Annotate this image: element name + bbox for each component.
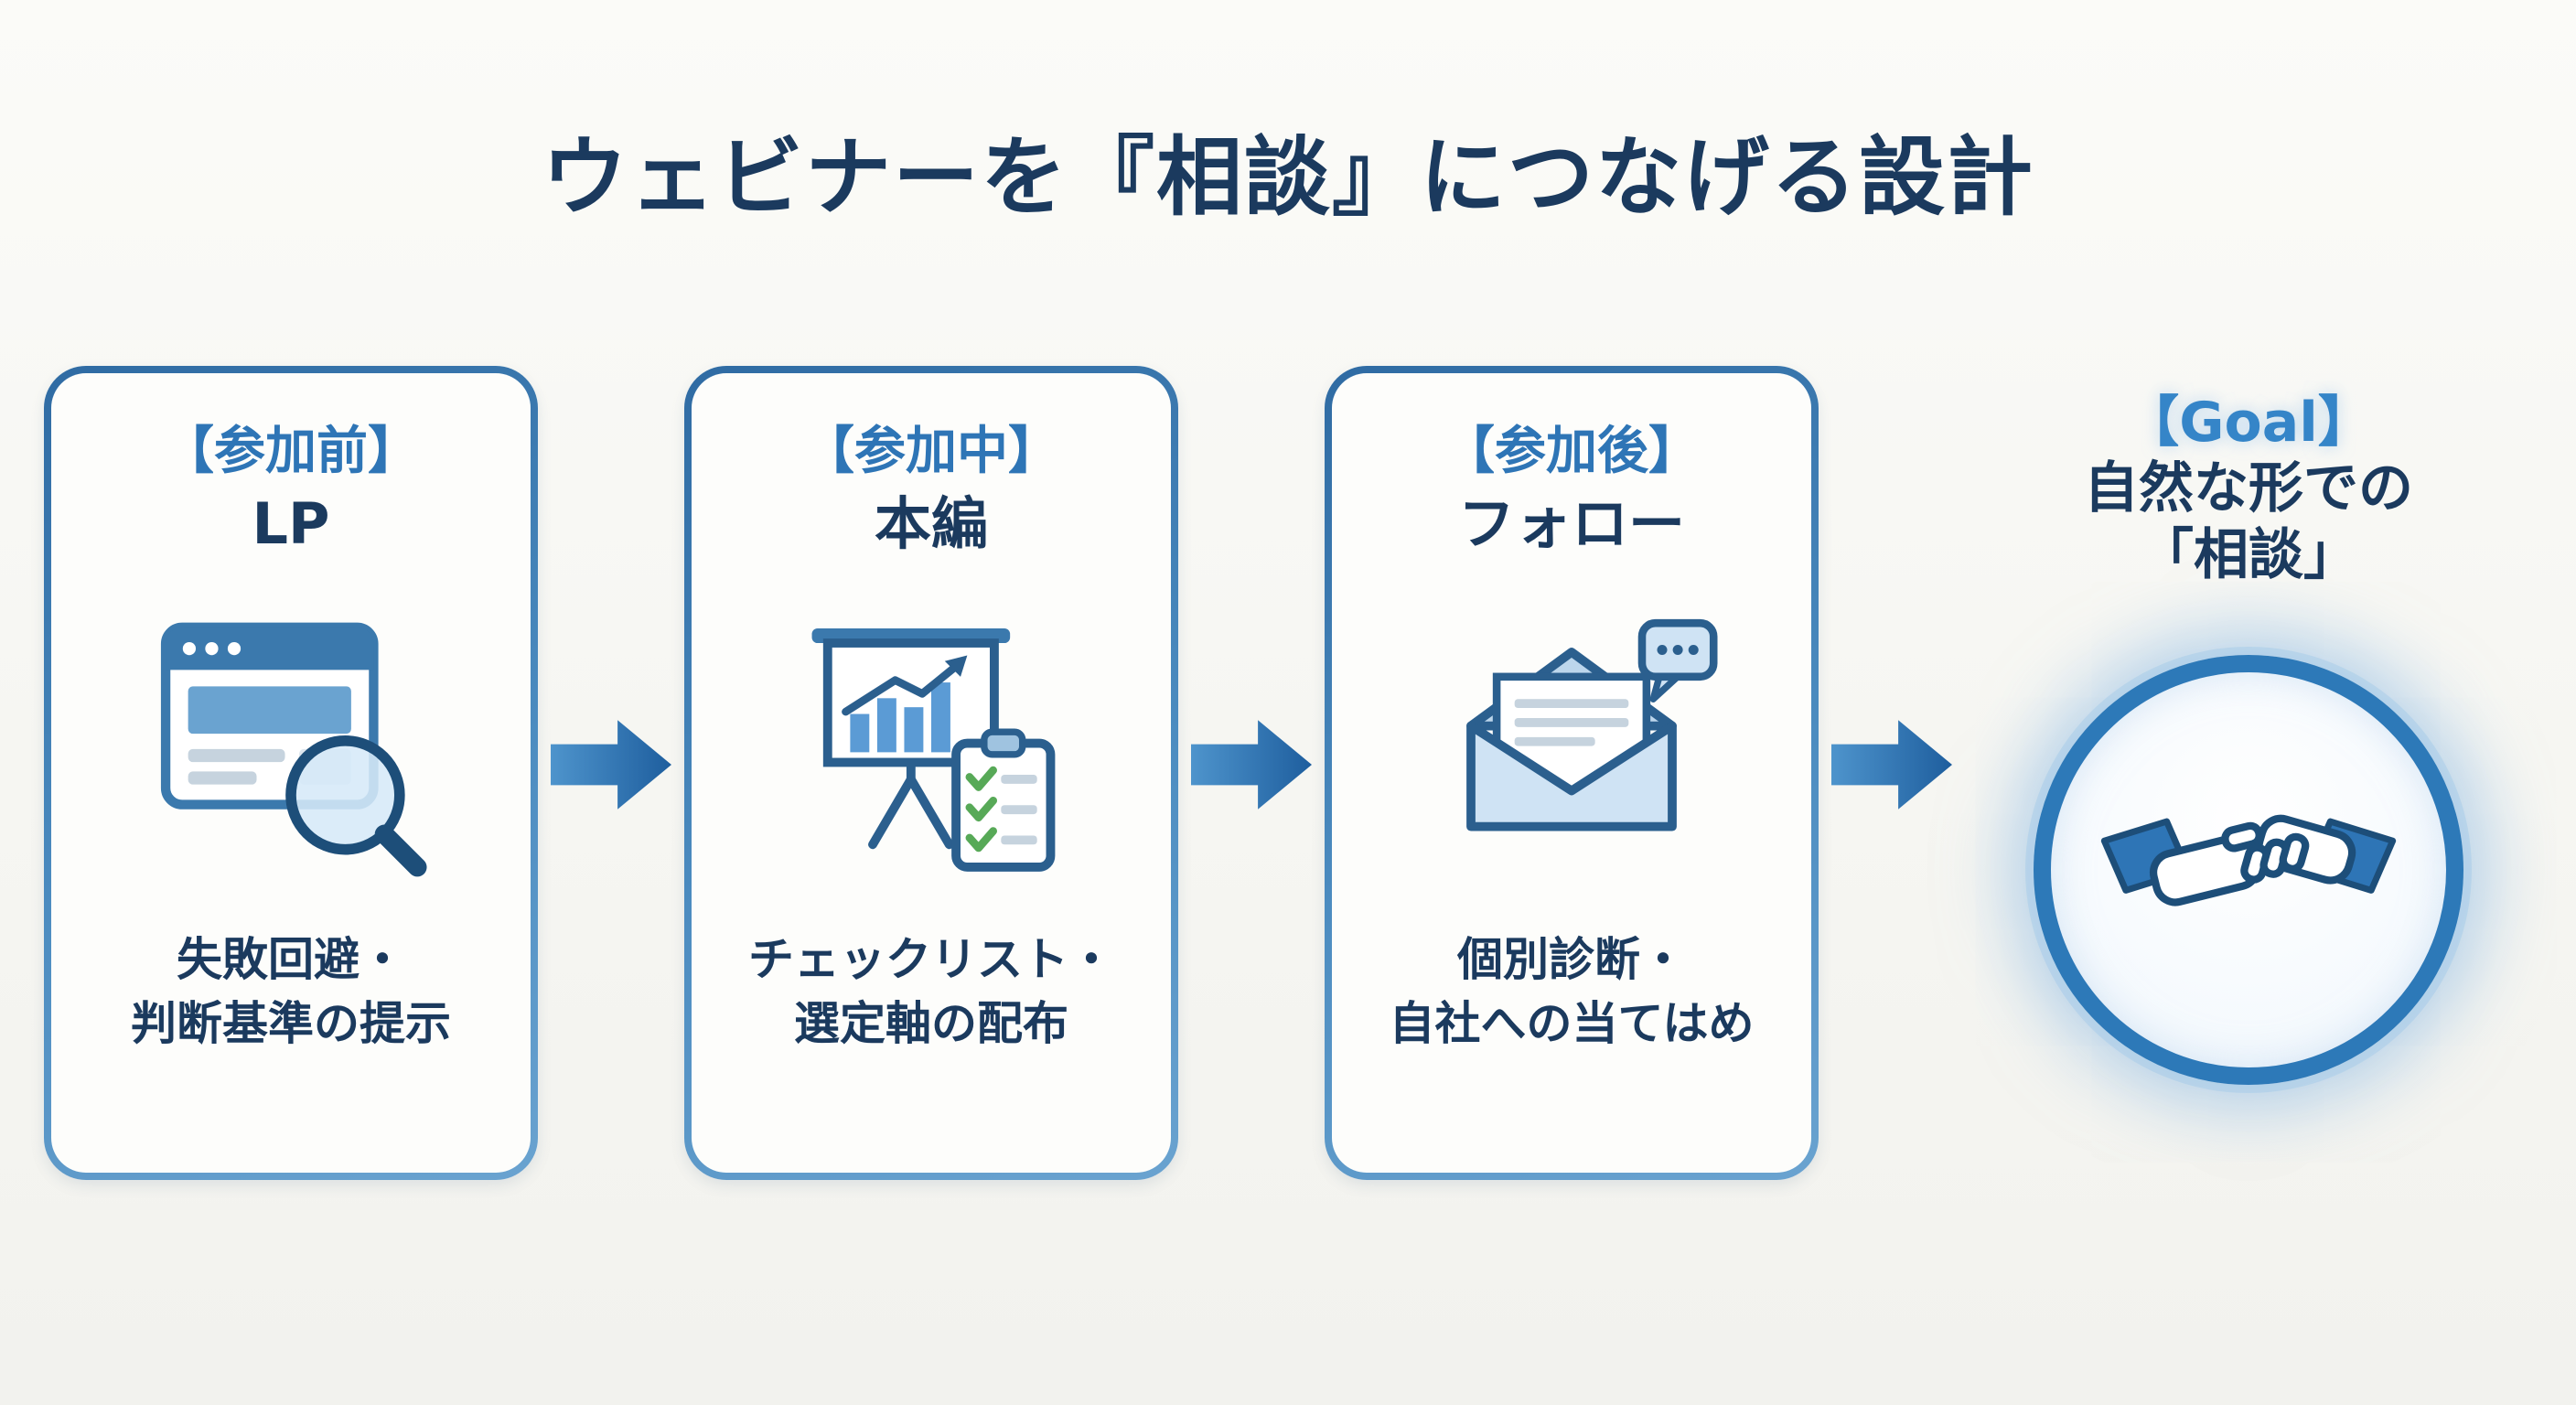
goal-text-line2: 「相談」: [2139, 523, 2358, 588]
flow-arrow-icon: [1191, 713, 1312, 816]
step-box-before: 【参加前】 LP: [44, 366, 538, 1180]
step-description-line1: 失敗回避・: [177, 933, 405, 987]
presentation-checklist-icon: [692, 595, 1171, 896]
step-description: 個別診断・ 自社への当てはめ: [1332, 928, 1811, 1056]
step-description-line1: 個別診断・: [1457, 933, 1686, 987]
step-name: LP: [252, 490, 330, 558]
mail-followup-icon: [1332, 595, 1811, 896]
goal-circle: [2034, 655, 2463, 1086]
step-description-line2: 判断基準の提示: [131, 997, 451, 1051]
step-box-during-inner: 【参加中】 本編: [692, 373, 1171, 1173]
step-phase-label: 【参加前】: [163, 422, 419, 481]
flow-arrow-icon: [1831, 720, 1952, 810]
diagram-title: ウェビナーを『相談』につなげる設計: [541, 128, 2034, 228]
handshake-icon: [2100, 815, 2397, 906]
step-box-during: 【参加中】 本編: [684, 366, 1178, 1180]
step-box-after-inner: 【参加後】 フォロー: [1332, 373, 1811, 1173]
step-name: 本編: [874, 490, 988, 558]
step-description: チェックリスト・ 選定軸の配布: [692, 928, 1171, 1056]
flow-row: 【参加前】 LP: [0, 366, 2576, 1180]
step-name: フォロー: [1457, 490, 1685, 558]
step-phase-label: 【参加後】: [1444, 422, 1700, 481]
flow-arrow-icon: [1831, 713, 1952, 816]
goal-label: 【Goal】: [2124, 391, 2373, 455]
flow-arrow-icon: [1191, 720, 1312, 810]
step-description: 失敗回避・ 判断基準の提示: [51, 928, 531, 1056]
step-box-after: 【参加後】 フォロー: [1325, 366, 1819, 1180]
browser-magnifier-icon: [160, 623, 427, 877]
flow-arrow-icon: [551, 720, 671, 810]
step-phase-label: 【参加中】: [803, 422, 1059, 481]
flow-arrow-icon: [551, 713, 671, 816]
browser-magnifier-icon: [51, 595, 531, 896]
presentation-checklist-icon: [811, 628, 1056, 873]
goal-section: 【Goal】 自然な形での 「相談」: [1965, 366, 2532, 1086]
step-description-line2: 選定軸の配布: [794, 997, 1068, 1051]
mail-followup-icon: [1466, 619, 1718, 831]
step-description-line2: 自社への当てはめ: [1389, 997, 1755, 1051]
step-description-line1: チェックリスト・: [748, 933, 1114, 987]
goal-text-line1: 自然な形での: [2084, 456, 2413, 520]
step-box-before-inner: 【参加前】 LP: [51, 373, 531, 1173]
